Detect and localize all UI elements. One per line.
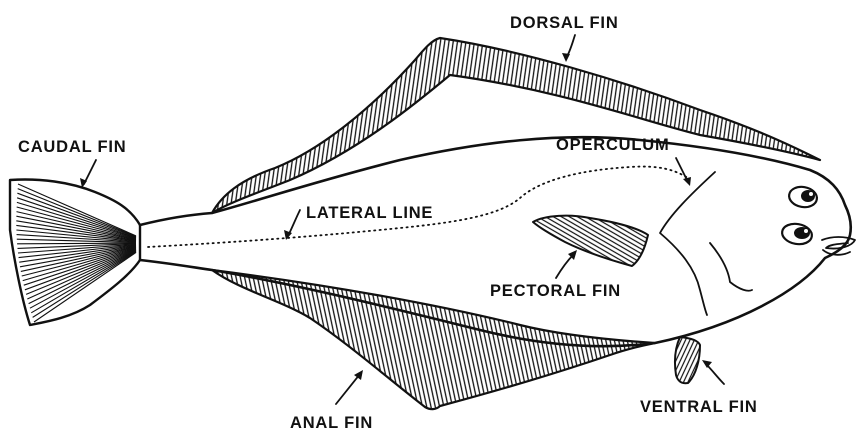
anal-fin-pointer (336, 374, 360, 404)
preoperculum-line (710, 243, 752, 291)
ventral-fin (675, 337, 700, 383)
operculum-line (660, 172, 715, 315)
ventral-fin-label: VENTRAL FIN (640, 398, 758, 416)
anal-fin-label: ANAL FIN (290, 414, 373, 432)
tail-ray (17, 243, 136, 244)
operculum-label: OPERCULUM (556, 136, 670, 154)
caudal-fin-label: CAUDAL FIN (18, 138, 127, 156)
lateral-line-label: LATERAL LINE (306, 204, 433, 222)
pectoral-fin-pointer (556, 254, 574, 278)
ventral-fin-arrowhead (702, 360, 712, 368)
lower-eye (780, 222, 813, 247)
pectoral-fin-label: PECTORAL FIN (490, 282, 621, 300)
lateral-line-pointer (288, 210, 300, 236)
pectoral-fin (533, 216, 648, 266)
upper-eye (787, 185, 818, 210)
mouth (822, 237, 855, 249)
operculum-arrowhead (683, 177, 691, 186)
caudal-fin-pointer (84, 160, 96, 184)
ventral-fin-pointer (706, 364, 724, 384)
dorsal-fin-arrowhead (562, 53, 570, 62)
caudal-fin (10, 180, 140, 326)
dorsal-fin-label: DORSAL FIN (510, 14, 619, 32)
